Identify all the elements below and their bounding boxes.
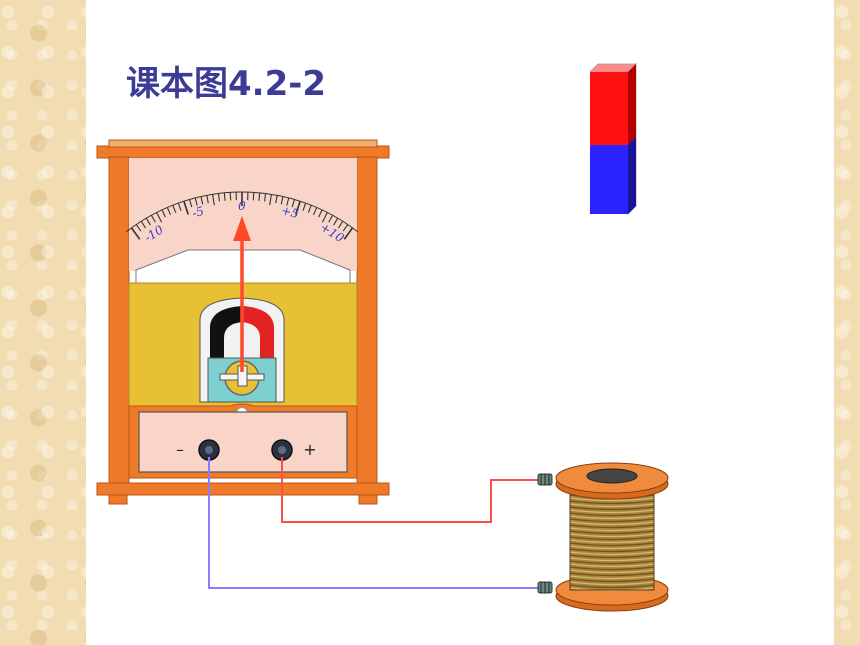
scale-tick (206, 195, 209, 204)
scale-label-minus-5: -5 (191, 204, 206, 221)
scale-tick (269, 194, 272, 206)
scale-tick (286, 197, 290, 206)
galvanometer-icon: -10 -5 0 +5 +10 – + (96, 139, 390, 505)
galvanometer-needle (233, 216, 251, 372)
scale-tick (275, 195, 278, 204)
scale-tick (280, 196, 284, 205)
scale-tick (140, 220, 147, 229)
red-wire (281, 457, 541, 523)
scale-tick (264, 193, 267, 202)
scale-label-plus-5: +5 (280, 203, 301, 221)
scale-tick (252, 192, 255, 201)
slide-title: 课本图4.2-2 (126, 64, 326, 104)
left-texture-border (0, 0, 86, 645)
scale-tick (343, 227, 354, 240)
scale-tick (295, 200, 301, 215)
scale-label-zero: 0 (238, 199, 246, 213)
scale-tick (130, 227, 141, 240)
terminal-plus-label: + (303, 440, 316, 459)
terminal-panel: – + (128, 403, 358, 479)
magnet-south-pole (590, 145, 628, 214)
scale-tick (321, 212, 328, 223)
scale-tick (342, 224, 349, 232)
scale-tick (177, 202, 182, 211)
wire-coil-icon (537, 462, 669, 612)
scale-tick (172, 204, 177, 213)
scale-tick (135, 224, 142, 232)
scale-tick (258, 192, 261, 201)
coil-bottom-connector (537, 581, 553, 594)
scale-tick (200, 196, 204, 205)
scale-tick (307, 204, 312, 213)
scale-tick (145, 217, 151, 226)
scale-tick (223, 192, 226, 201)
scale-tick (312, 207, 318, 216)
scale-tick (217, 193, 220, 202)
scale-tick (161, 209, 166, 218)
scale-tick (212, 194, 215, 206)
scale-tick (229, 192, 232, 201)
galvanometer-scale (125, 191, 359, 240)
blue-wire (208, 457, 541, 589)
scale-tick (291, 199, 295, 208)
scale-tick (302, 202, 307, 211)
scale-tick (189, 199, 193, 208)
scale-tick (337, 220, 344, 229)
scale-tick (183, 200, 189, 215)
bar-magnet-icon (589, 63, 637, 215)
scale-tick (333, 217, 339, 226)
scale-tick (150, 214, 156, 223)
coil-top-connector (537, 473, 553, 486)
scale-tick (318, 209, 323, 218)
magnet-north-pole (590, 72, 628, 145)
scale-tick (194, 197, 198, 206)
right-texture-border (834, 0, 860, 645)
scale-tick (166, 207, 172, 216)
scale-tick (156, 212, 163, 223)
terminal-minus-label: – (176, 440, 184, 459)
scale-tick (328, 214, 334, 223)
